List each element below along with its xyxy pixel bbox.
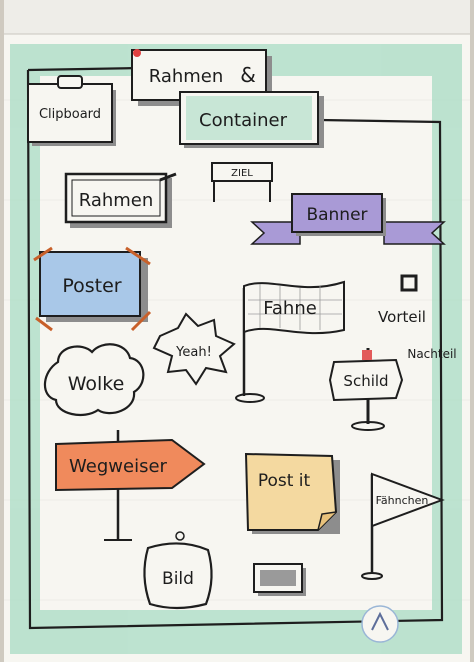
red-tag-icon bbox=[362, 350, 372, 360]
wolke-label: Wolke bbox=[68, 373, 125, 395]
faehnchen-flag-sketch: Fähnchen bbox=[361, 472, 445, 580]
title-line2: Container bbox=[199, 110, 288, 131]
nachteil-label: Nachteil bbox=[407, 347, 456, 361]
bild-picture-sketch: Bild bbox=[143, 531, 213, 610]
checkbox-icon bbox=[400, 274, 418, 292]
title-container-card: Container bbox=[179, 91, 324, 148]
post-it-sketch: Post it bbox=[244, 452, 340, 534]
ziel-label: ZIEL bbox=[231, 168, 253, 179]
ziel-sign-sketch: ZIEL bbox=[211, 162, 273, 202]
clip-icon bbox=[57, 75, 83, 89]
hook-icon bbox=[175, 531, 185, 541]
wegweiser-label: Wegweiser bbox=[69, 456, 167, 477]
vorteil-label: Vorteil bbox=[378, 308, 426, 326]
yeah-label: Yeah! bbox=[175, 345, 212, 360]
wegweiser-sign-sketch: Wegweiser bbox=[55, 430, 206, 541]
faehnchen-label: Fähnchen bbox=[376, 494, 429, 507]
poster-label: Poster bbox=[62, 275, 121, 297]
artist-logo-icon bbox=[361, 605, 399, 643]
frame-outline bbox=[26, 66, 444, 630]
pin-icon bbox=[133, 49, 141, 57]
poster-sketch: Poster bbox=[33, 246, 152, 332]
yeah-burst-sketch: Yeah! bbox=[152, 312, 236, 386]
rahmen-label: Rahmen bbox=[79, 190, 154, 211]
clipboard-label: Clipboard bbox=[39, 107, 101, 122]
title-ampersand: & bbox=[240, 63, 256, 87]
schild-sign-sketch: Schild bbox=[328, 348, 404, 431]
banner-label: Banner bbox=[306, 205, 367, 225]
bild-label: Bild bbox=[162, 569, 194, 589]
fahne-label: Fahne bbox=[263, 298, 317, 319]
paper-binding bbox=[4, 0, 470, 34]
fahne-flag-sketch: Fahne bbox=[235, 280, 345, 403]
banner-sketch: Banner bbox=[250, 193, 446, 245]
rahmen-frame-sketch: Rahmen bbox=[64, 172, 177, 228]
post-it-label: Post it bbox=[258, 471, 311, 491]
clipboard-sketch: Clipboard bbox=[27, 75, 116, 146]
wolke-cloud-sketch: Wolke bbox=[43, 343, 145, 417]
schild-label: Schild bbox=[343, 372, 388, 390]
title-line1: Rahmen bbox=[149, 66, 224, 87]
photo-frame-icon bbox=[253, 563, 306, 596]
pencil-icon bbox=[159, 172, 177, 182]
